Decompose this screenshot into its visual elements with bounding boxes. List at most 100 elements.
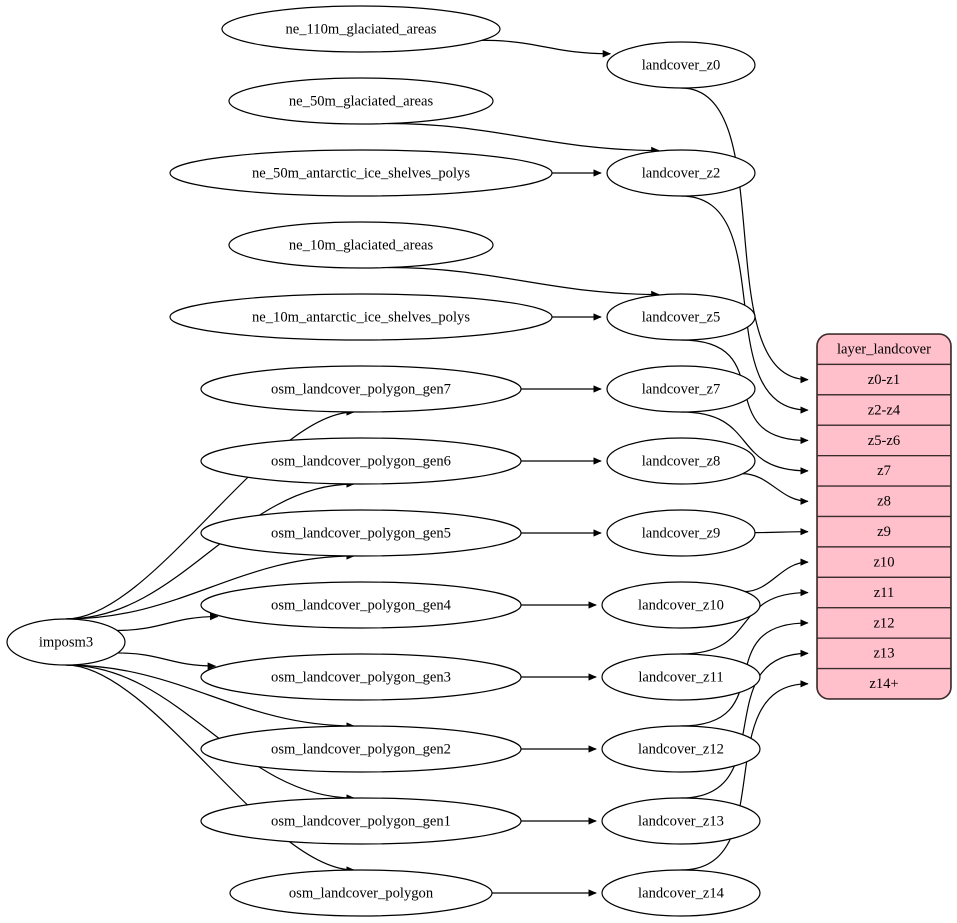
table-row-label-z2-z4: z2-z4 — [868, 402, 901, 418]
edge-landcover_z13-to-row-z13 — [680, 649, 809, 799]
input-node-ne_110m_glaciated_areas[interactable]: ne_110m_glaciated_areas — [221, 5, 501, 53]
layer-node-landcover_z2[interactable]: landcover_z2 — [606, 149, 756, 197]
edge-imposm3-to-osm_landcover_polygon_gen1 — [65, 664, 355, 802]
input-node-ne_50m_glaciated_areas[interactable]: ne_50m_glaciated_areas — [228, 77, 494, 125]
layer-node-landcover_z14[interactable]: landcover_z14 — [601, 869, 761, 917]
node-label: osm_landcover_polygon_gen3 — [271, 669, 451, 685]
node-ellipse-shape — [606, 149, 756, 197]
table-row-cell[interactable] — [817, 363, 951, 396]
node-ellipse-shape — [229, 869, 493, 917]
input-node-osm_landcover_polygon_gen4[interactable]: osm_landcover_polygon_gen4 — [200, 581, 522, 629]
edge-imposm3-to-osm_landcover_polygon_gen2 — [65, 664, 355, 730]
node-label: osm_landcover_polygon — [289, 885, 434, 901]
table-row-cell[interactable] — [817, 546, 951, 578]
source-node-imposm3[interactable]: imposm3 — [6, 618, 126, 666]
edge-ne_10m_glaciated_areas-to-landcover_z5 — [387, 266, 660, 299]
edge-imposm3-to-osm_landcover_polygon_gen4 — [116, 612, 219, 632]
layer-node-landcover_z9[interactable]: landcover_z9 — [606, 509, 756, 557]
layer-node-landcover_z5[interactable]: landcover_z5 — [606, 293, 756, 341]
input-node-osm_landcover_polygon_gen2[interactable]: osm_landcover_polygon_gen2 — [200, 725, 522, 773]
node-label: landcover_z0 — [642, 57, 721, 73]
nodes-layer: ne_110m_glaciated_areas ne_50m_glaciated_… — [6, 5, 761, 917]
layer-node-landcover_z11[interactable]: landcover_z11 — [601, 653, 761, 701]
layer-node-landcover_z7[interactable]: landcover_z7 — [606, 365, 756, 413]
node-label: landcover_z12 — [638, 741, 724, 757]
input-node-osm_landcover_polygon_gen5[interactable]: osm_landcover_polygon_gen5 — [200, 509, 522, 557]
node-label: landcover_z7 — [642, 381, 721, 397]
table-row-cell[interactable] — [817, 576, 951, 609]
node-ellipse-shape — [169, 149, 553, 197]
table-row-cell[interactable] — [817, 637, 951, 670]
table-row-label-z7: z7 — [877, 463, 891, 479]
table-node-layer-landcover[interactable]: layer_landcoverz0-z1z2-z4z5-z6z7z8z9z10z… — [816, 333, 952, 700]
node-label: landcover_z10 — [638, 597, 724, 613]
node-label: osm_landcover_polygon_gen2 — [271, 741, 451, 757]
table-row-label-z5-z6: z5-z6 — [868, 433, 900, 449]
input-node-osm_landcover_polygon_gen3[interactable]: osm_landcover_polygon_gen3 — [200, 653, 522, 701]
node-ellipse-shape — [601, 725, 761, 773]
node-ellipse-shape — [200, 365, 522, 413]
node-ellipse-shape — [606, 365, 756, 413]
table-row-cell[interactable] — [817, 394, 951, 426]
table-row-label-z13: z13 — [873, 646, 894, 662]
layer-node-landcover_z10[interactable]: landcover_z10 — [601, 581, 761, 629]
node-label: osm_landcover_polygon_gen6 — [271, 453, 451, 469]
input-node-ne_10m_antarctic_ice_shelves_polys[interactable]: ne_10m_antarctic_ice_shelves_polys — [169, 293, 553, 341]
edge-imposm3-to-osm_landcover_polygon_gen7 — [65, 408, 355, 620]
node-ellipse-shape — [228, 77, 494, 125]
table-row-cell[interactable] — [817, 455, 951, 487]
layer-node-landcover_z8[interactable]: landcover_z8 — [606, 437, 756, 485]
node-label: ne_10m_glaciated_areas — [289, 237, 434, 253]
node-label: osm_landcover_polygon_gen7 — [271, 381, 451, 397]
node-label: landcover_z8 — [642, 453, 721, 469]
node-label: imposm3 — [39, 634, 93, 650]
edge-imposm3-to-osm_landcover_polygon_gen3 — [117, 652, 217, 670]
node-label: landcover_z13 — [638, 813, 724, 829]
table-row-label-z0-z1: z0-z1 — [868, 372, 900, 388]
input-node-ne_50m_antarctic_ice_shelves_polys[interactable]: ne_50m_antarctic_ice_shelves_polys — [169, 149, 553, 197]
input-node-osm_landcover_polygon_gen1[interactable]: osm_landcover_polygon_gen1 — [200, 797, 522, 845]
node-ellipse-shape — [200, 725, 522, 773]
input-node-osm_landcover_polygon[interactable]: osm_landcover_polygon — [229, 869, 493, 917]
layer-node-landcover_z12[interactable]: landcover_z12 — [601, 725, 761, 773]
table-row-label-z11: z11 — [874, 585, 895, 601]
node-label: osm_landcover_polygon_gen1 — [271, 813, 451, 829]
edge-landcover_z11-to-row-z11 — [680, 588, 809, 655]
edge-landcover_z0-to-row-z0-z1 — [680, 87, 809, 384]
table-outer-border — [816, 333, 952, 700]
input-node-osm_landcover_polygon_gen6[interactable]: osm_landcover_polygon_gen6 — [200, 437, 522, 485]
node-ellipse-shape — [601, 797, 761, 845]
input-node-osm_landcover_polygon_gen7[interactable]: osm_landcover_polygon_gen7 — [200, 365, 522, 413]
table-row-label-z9: z9 — [877, 524, 891, 540]
edge-imposm3-to-osm_landcover_polygon — [65, 664, 355, 874]
edge-landcover_z7-to-row-z7 — [680, 411, 809, 475]
table-row-label-z10: z10 — [873, 554, 894, 570]
node-ellipse-shape — [200, 653, 522, 701]
node-ellipse-shape — [200, 797, 522, 845]
table-row-label-z8: z8 — [877, 494, 891, 510]
node-label: ne_50m_glaciated_areas — [289, 93, 434, 109]
node-label: osm_landcover_polygon_gen4 — [271, 597, 452, 613]
table-row-cell[interactable] — [817, 515, 951, 548]
node-label: osm_landcover_polygon_gen5 — [271, 525, 451, 541]
node-ellipse-shape — [6, 618, 126, 666]
node-ellipse-shape — [169, 293, 553, 341]
table-row-label-z12: z12 — [873, 615, 894, 631]
layer-node-landcover_z0[interactable]: landcover_z0 — [606, 41, 756, 89]
table-node-layer: layer_landcoverz0-z1z2-z4z5-z6z7z8z9z10z… — [816, 333, 952, 700]
node-ellipse-shape — [601, 653, 761, 701]
edge-landcover_z10-to-row-z10 — [744, 558, 809, 593]
node-ellipse-shape — [606, 293, 756, 341]
layer-node-landcover_z13[interactable]: landcover_z13 — [601, 797, 761, 845]
table-row-label-z14+: z14+ — [869, 676, 898, 692]
node-label: ne_10m_antarctic_ice_shelves_polys — [252, 309, 470, 325]
input-node-ne_10m_glaciated_areas[interactable]: ne_10m_glaciated_areas — [228, 221, 494, 269]
node-ellipse-shape — [221, 5, 501, 53]
node-ellipse-shape — [606, 509, 756, 557]
edge-ne_110m_glaciated_areas-to-landcover_z0 — [480, 39, 612, 58]
edge-landcover_z9-to-row-z9 — [753, 528, 809, 536]
node-ellipse-shape — [601, 581, 761, 629]
node-label: landcover_z5 — [642, 309, 721, 325]
node-label: ne_110m_glaciated_areas — [285, 21, 436, 37]
